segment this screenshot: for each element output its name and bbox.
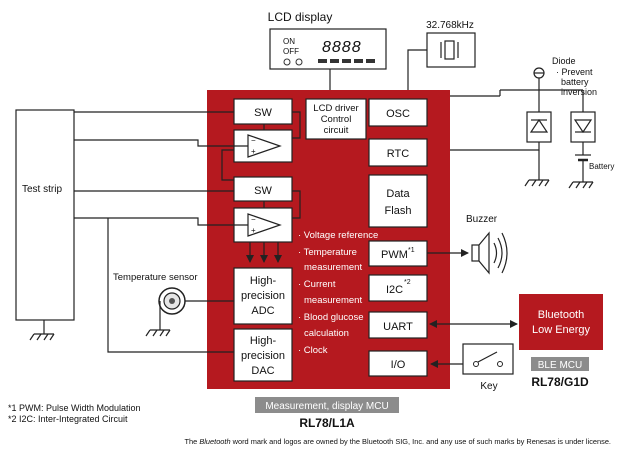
osc-label: OSC xyxy=(386,108,410,120)
diode-label: Diode xyxy=(552,56,576,66)
feature-item: · Current xyxy=(298,279,336,290)
rtc-block xyxy=(368,138,428,167)
data-flash-line-1: Data xyxy=(386,188,410,200)
feature-item: · Clock xyxy=(298,345,328,356)
feature-item: · Temperature xyxy=(298,247,357,258)
svg-text:−: − xyxy=(251,136,256,145)
ble-mcu-label xyxy=(531,357,589,371)
key-switch xyxy=(462,343,514,375)
pwm-label: PWM xyxy=(381,249,408,261)
temp-sensor-label: Temperature sensor xyxy=(113,272,197,283)
lcd-off-label: OFF xyxy=(283,47,299,56)
test-strip-wiring xyxy=(43,111,248,353)
ble-line-1: Bluetooth xyxy=(538,309,584,321)
dac-line-1: High- xyxy=(250,335,277,347)
temperature-sensor xyxy=(158,287,234,330)
ble-mcu-text: BLE MCU xyxy=(538,360,582,371)
mcu-name-label xyxy=(255,397,399,413)
adc-line-3: ADC xyxy=(251,305,274,317)
feature-item: · Blood glucose xyxy=(298,312,363,323)
ground-symbol xyxy=(524,150,550,187)
crystal-frequency: 32.768kHz xyxy=(426,20,474,31)
diode-note-3: inversion xyxy=(561,87,597,97)
key-label: Key xyxy=(480,381,497,392)
lcd-on-label: ON xyxy=(283,37,295,46)
mcu-name-text: Measurement, display MCU xyxy=(265,401,388,412)
bluetooth-trademark-notice: The Bluetooth word mark and logos are ow… xyxy=(185,437,611,446)
sw-label-2: SW xyxy=(254,185,272,197)
adc-block xyxy=(233,267,293,325)
ground-symbol xyxy=(145,329,171,337)
i2c-label: I2C xyxy=(386,284,403,296)
ble-line-2: Low Energy xyxy=(532,324,591,336)
feature-item: · Voltage reference xyxy=(298,230,378,241)
rtc-label: RTC xyxy=(387,148,409,160)
lcd-driver-line-2: Control xyxy=(321,114,352,125)
protection-diode xyxy=(526,90,552,143)
ground-symbol xyxy=(29,326,55,341)
inner-wiring xyxy=(221,111,301,263)
lcd-display: ON OFF 8888 xyxy=(269,28,387,70)
i2c-footnote-mark: *2 xyxy=(404,279,411,286)
feature-item: measurement xyxy=(304,295,362,306)
battery-label: Battery xyxy=(589,162,614,171)
footnote-pwm: *1 PWM: Pulse Width Modulation xyxy=(8,403,141,413)
feature-item: calculation xyxy=(304,328,349,339)
lcd-driver-block xyxy=(305,98,367,140)
diode-symbol xyxy=(533,67,545,79)
sw-block-2 xyxy=(233,176,293,202)
footnote-i2c: *2 I2C: Inter-Integrated Circuit xyxy=(8,414,128,424)
feature-list: · Voltage reference · Temperature measur… xyxy=(298,230,378,356)
osc-block xyxy=(368,98,428,127)
battery-diode xyxy=(570,90,596,155)
uart-block xyxy=(368,311,428,339)
sw-label-1: SW xyxy=(254,107,272,119)
crystal-oscillator xyxy=(426,32,476,68)
svg-text:−: − xyxy=(251,215,256,224)
io-block xyxy=(368,350,428,377)
ble-block xyxy=(519,294,603,350)
data-flash-block xyxy=(368,174,428,228)
diode-note-1: · Prevent xyxy=(556,67,593,77)
lcd-title: LCD display xyxy=(268,10,333,24)
feature-item: measurement xyxy=(304,262,362,273)
test-strip-label: Test strip xyxy=(22,184,62,195)
dac-block xyxy=(233,328,293,382)
dac-line-2: precision xyxy=(241,350,285,362)
ground-symbol xyxy=(568,170,594,189)
buzzer-icon xyxy=(471,231,508,275)
io-label: I/O xyxy=(391,359,406,371)
lcd-driver-line-3: circuit xyxy=(324,125,349,136)
svg-text:+: + xyxy=(251,147,256,156)
i2c-block xyxy=(368,274,428,302)
battery-symbol xyxy=(575,154,591,170)
uart-label: UART xyxy=(383,321,413,333)
dac-line-3: DAC xyxy=(251,365,274,377)
sw-block-1 xyxy=(233,98,293,125)
test-strip xyxy=(15,109,75,321)
svg-text:+: + xyxy=(251,226,256,235)
pwm-footnote-mark: *1 xyxy=(408,247,415,254)
lcd-digits: 8888 xyxy=(322,39,362,56)
mcu-part-number: RL78/L1A xyxy=(299,416,355,430)
lcd-driver-line-1: LCD driver xyxy=(313,103,358,114)
buzzer-label: Buzzer xyxy=(466,214,498,225)
adc-line-2: precision xyxy=(241,290,285,302)
ble-part-number: RL78/G1D xyxy=(531,375,589,389)
diode-note-2: battery xyxy=(561,77,589,87)
data-flash-line-2: Flash xyxy=(385,205,412,217)
adc-line-1: High- xyxy=(250,275,277,287)
